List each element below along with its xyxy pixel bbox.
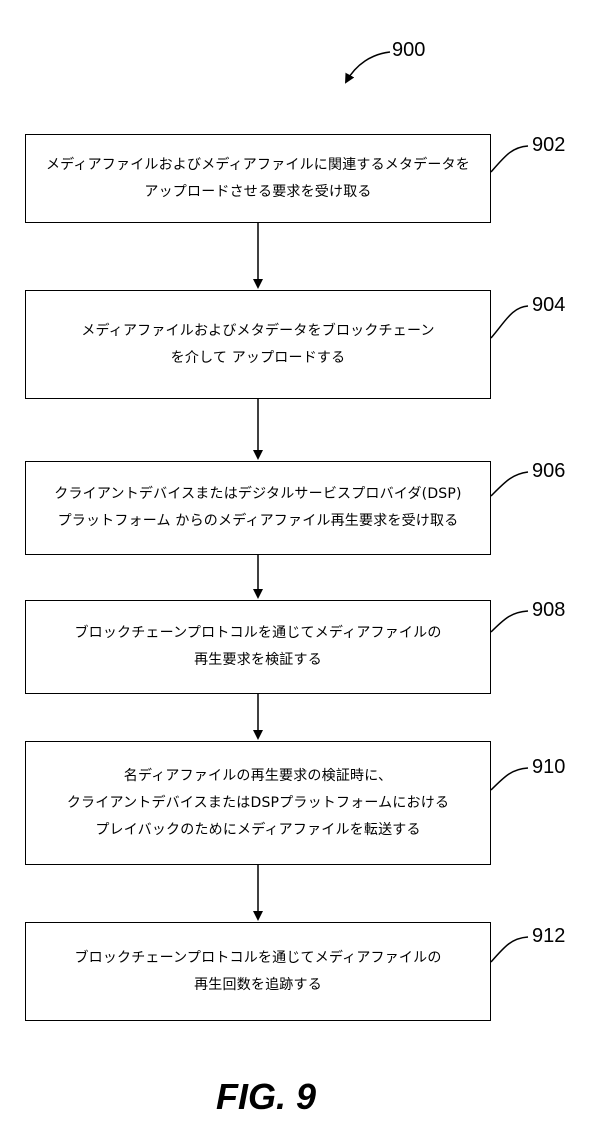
step-908-line-2: 再生要求を検証する [194,647,322,674]
step-box-912: ブロックチェーンプロトコルを通じてメディアファイルの 再生回数を追跡する [25,922,491,1021]
leader-906 [491,472,528,496]
step-902-line-2: アップロードさせる要求を受け取る [144,179,371,206]
step-912-line-1: ブロックチェーンプロトコルを通じてメディアファイルの [74,945,441,972]
step-910-line-1: 名ディアファイルの再生要求の検証時に、 [124,763,392,790]
step-910-line-3: プレイバックのためにメディアファイルを転送する [95,817,420,844]
step-910-line-2: クライアントデバイスまたはDSPプラットフォームにおける [67,790,449,817]
step-ref-906: 906 [532,460,565,483]
step-902-line-1: メディアファイルおよびメディアファイルに関連するメタデータを [46,152,470,179]
figure-ref-arrow [346,52,390,82]
step-box-910: 名ディアファイルの再生要求の検証時に、 クライアントデバイスまたはDSPプラット… [25,741,491,865]
leader-904 [491,306,528,338]
step-ref-912: 912 [532,925,565,948]
step-ref-904: 904 [532,294,565,317]
step-906-line-2: プラットフォーム からのメディアファイル再生要求を受け取る [58,508,459,535]
step-904-line-1: メディアファイルおよびメタデータをブロックチェーン [81,318,434,345]
leader-908 [491,611,528,632]
step-box-908: ブロックチェーンプロトコルを通じてメディアファイルの 再生要求を検証する [25,600,491,694]
leader-902 [491,146,528,172]
leader-910 [491,768,528,790]
figure-ref-number: 900 [392,39,425,62]
step-ref-908: 908 [532,599,565,622]
step-906-line-1: クライアントデバイスまたはデジタルサービスプロバイダ(DSP) [54,481,461,508]
step-904-line-2: を介して アップロードする [171,345,346,372]
step-box-902: メディアファイルおよびメディアファイルに関連するメタデータを アップロードさせる… [25,134,491,223]
step-ref-910: 910 [532,756,565,779]
figure-label: FIG. 9 [0,1076,532,1118]
step-box-904: メディアファイルおよびメタデータをブロックチェーン を介して アップロードする [25,290,491,399]
step-912-line-2: 再生回数を追跡する [194,972,322,999]
leader-912 [491,937,528,962]
step-ref-902: 902 [532,134,565,157]
step-box-906: クライアントデバイスまたはデジタルサービスプロバイダ(DSP) プラットフォーム… [25,461,491,555]
step-908-line-1: ブロックチェーンプロトコルを通じてメディアファイルの [74,620,441,647]
